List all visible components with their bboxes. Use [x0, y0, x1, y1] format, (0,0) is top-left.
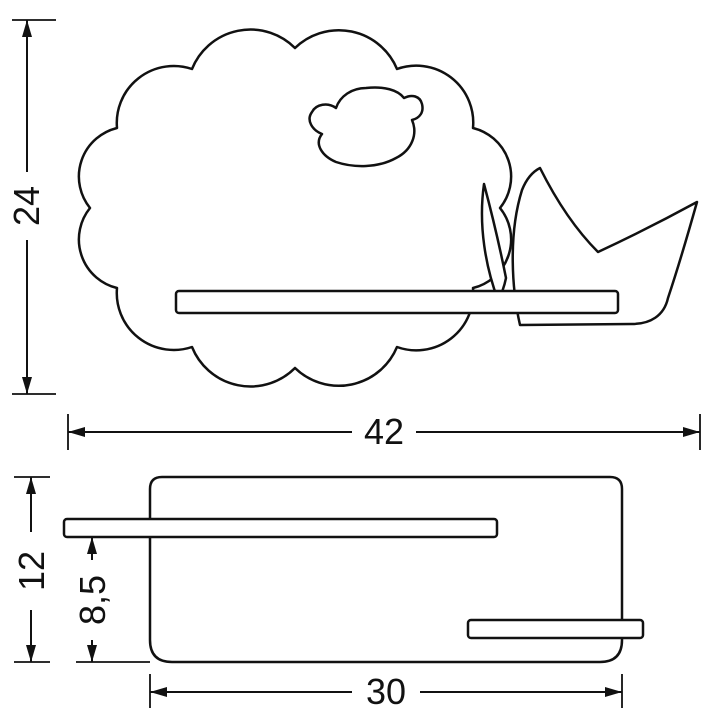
shelf-side-upper: [62, 517, 499, 539]
front-view: 24 42: [6, 19, 701, 452]
side-depth-label: 30: [366, 671, 406, 712]
dim-side-depth: 30: [149, 671, 623, 712]
front-height-label: 24: [6, 186, 47, 226]
cloud-body-outline: [77, 28, 513, 388]
side-inner-height-label: 8,5: [72, 575, 113, 625]
dim-side-inner-height: 8,5: [72, 537, 150, 663]
dim-front-height: 24: [6, 19, 56, 395]
grass-tuft: [511, 166, 699, 327]
dim-front-width: 42: [67, 411, 701, 452]
dim-side-height: 12: [11, 476, 52, 663]
grass-blade-small: [480, 182, 508, 302]
sheep-head-outline: [308, 86, 424, 168]
shelf-side-lower: [466, 618, 645, 640]
front-width-label: 42: [364, 411, 404, 452]
side-view: 12 8,5 30: [11, 475, 645, 712]
side-height-label: 12: [11, 551, 52, 591]
shelf-front: [174, 289, 620, 315]
